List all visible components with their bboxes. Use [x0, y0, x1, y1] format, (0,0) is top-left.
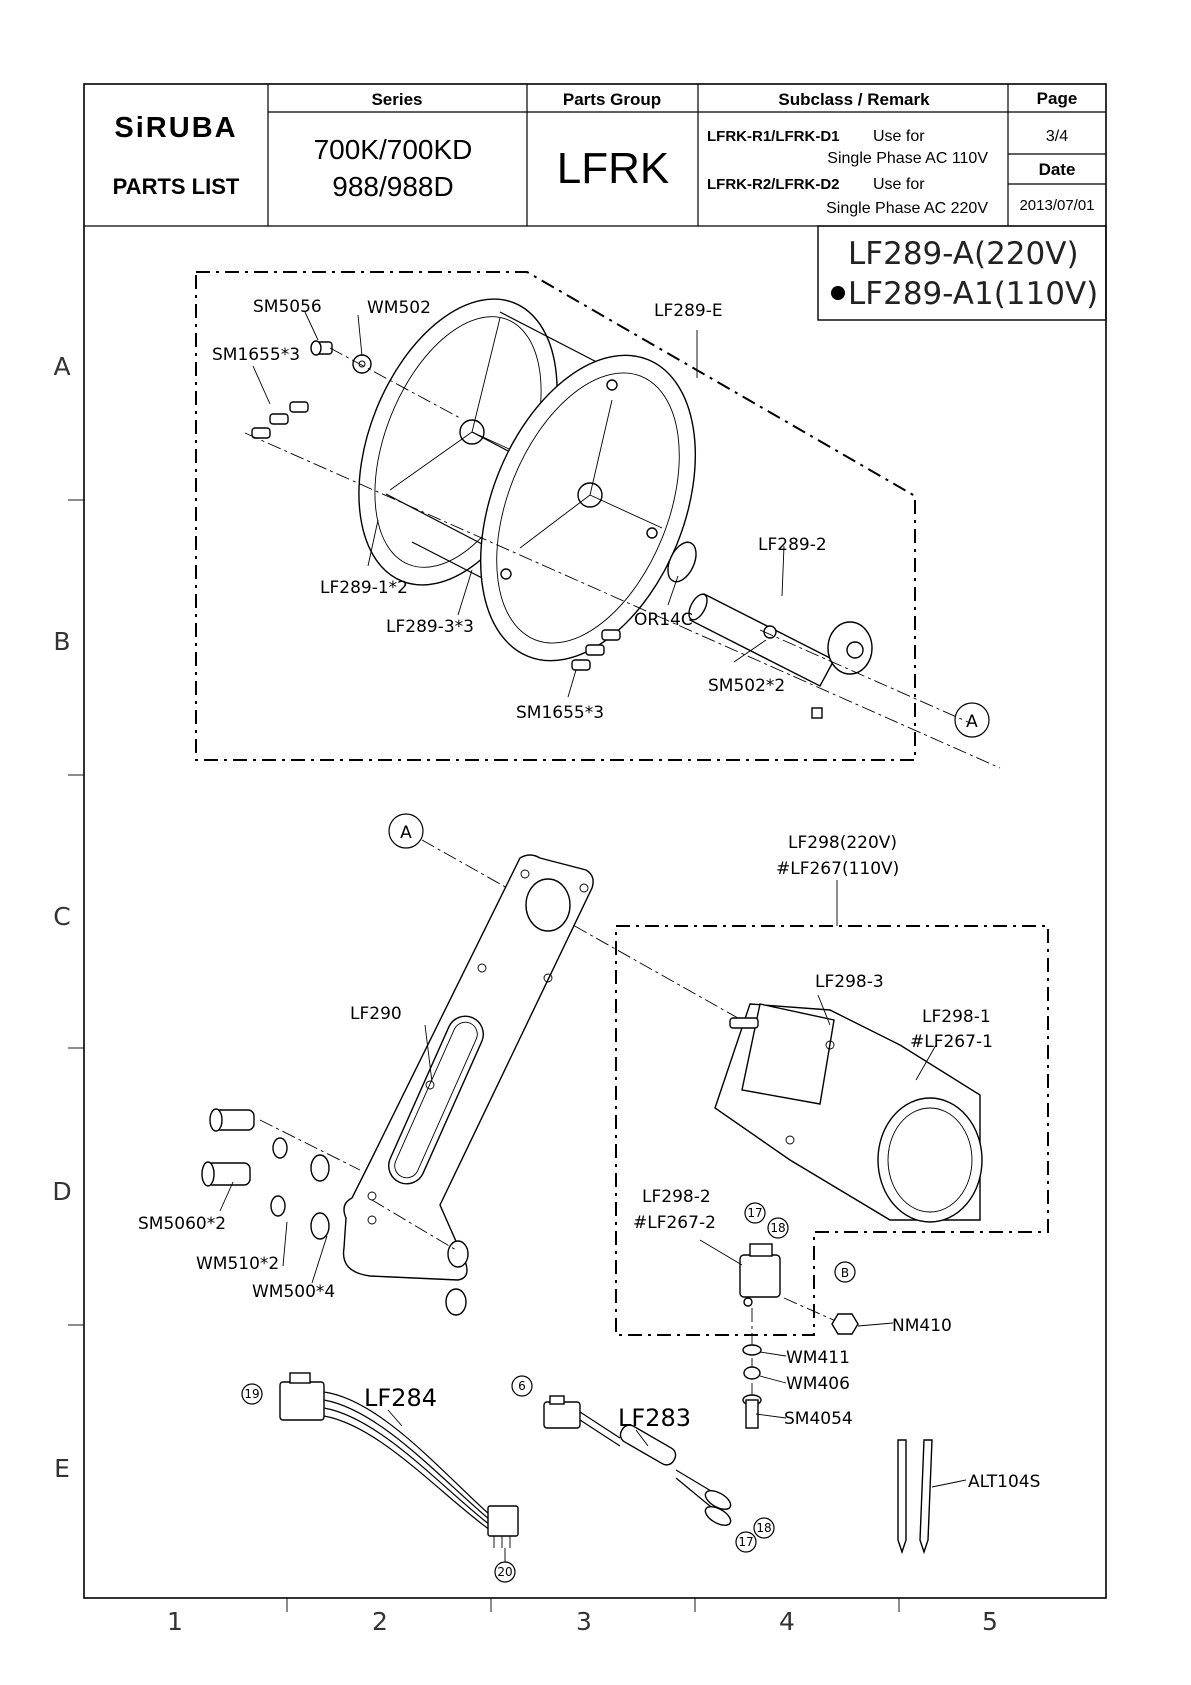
- reference-circle-a-upper: A: [966, 712, 978, 732]
- callout-6: 6: [518, 1379, 526, 1393]
- row-marker-d: D: [52, 1177, 71, 1206]
- subclass-line-1-use: Use for: [873, 128, 925, 145]
- callout-lf289-1: LF289-1*2: [320, 578, 408, 598]
- screw-icons: [251, 340, 823, 719]
- callout-18-harness: 18: [756, 1521, 771, 1535]
- callout-sm502: SM502*2: [708, 676, 785, 696]
- legend-line-1: LF289-A(220V): [848, 236, 1079, 272]
- subclass-label: Subclass / Remark: [778, 90, 930, 109]
- date-label: Date: [1039, 160, 1076, 179]
- column-marker-5: 5: [982, 1607, 998, 1636]
- parts-group: LFRK: [557, 144, 669, 193]
- title-block: SiRUBA PARTS LIST Series 700K/700KD 988/…: [84, 84, 1106, 227]
- subclass-line-1: LFRK-R1/LFRK-D1: [707, 128, 840, 145]
- callout-17-harness: 17: [738, 1535, 753, 1549]
- callout-wm411: WM411: [786, 1348, 850, 1368]
- subclass-line-3-use: Use for: [873, 176, 925, 193]
- page-label: Page: [1037, 89, 1078, 108]
- date-value: 2013/07/01: [1019, 197, 1094, 214]
- callout-sm5056: SM5056: [253, 297, 322, 317]
- callout-lf298-1: LF298-1: [922, 1007, 991, 1027]
- legend-line-2: LF289-A1(110V): [848, 276, 1098, 312]
- reference-circle-a-lower: A: [400, 823, 412, 843]
- callout-lf289-e: LF289-E: [654, 301, 723, 321]
- callout-lf298-2: LF298-2: [642, 1187, 711, 1207]
- callout-lf298-3: LF298-3: [815, 972, 884, 992]
- callout-lf298: LF298(220V): [788, 833, 897, 853]
- doc-type: PARTS LIST: [113, 174, 240, 199]
- callout-lf289-3: LF289-3*3: [386, 617, 474, 637]
- brand-logo: SiRUBA: [114, 112, 237, 144]
- callout-alt104s: ALT104S: [968, 1472, 1040, 1492]
- callout-wm502: WM502: [367, 298, 431, 318]
- callout-or14c: OR14C: [634, 610, 693, 630]
- row-marker-b: B: [53, 627, 70, 656]
- callout-sm5060: SM5060*2: [138, 1214, 226, 1234]
- motor-assembly-diagram: A LF298(220V) #LF267(110V): [138, 813, 1049, 1429]
- row-marker-c: C: [53, 902, 70, 931]
- callout-lf283: LF283: [618, 1404, 691, 1432]
- reel-assembly-diagram: SM5056 WM502 LF289-E SM1655*3 LF289-1*2 …: [195, 271, 1001, 769]
- page-number: 3/4: [1046, 128, 1068, 145]
- column-marker-1: 1: [167, 1607, 183, 1636]
- callout-lf284: LF284: [364, 1384, 437, 1412]
- reference-circle-b: B: [841, 1266, 849, 1280]
- callout-lf267: #LF267(110V): [776, 859, 899, 879]
- bullet-icon: [831, 286, 845, 300]
- callout-lf267-2: #LF267-2: [633, 1213, 716, 1233]
- callout-nm410: NM410: [892, 1316, 952, 1336]
- column-marker-3: 3: [576, 1607, 592, 1636]
- callout-sm4054: SM4054: [784, 1409, 853, 1429]
- callout-19: 19: [244, 1387, 259, 1401]
- callout-wm500: WM500*4: [252, 1282, 335, 1302]
- subclass-line-4: Single Phase AC 220V: [826, 200, 988, 217]
- series-line-1: 700K/700KD: [314, 134, 473, 165]
- series-label: Series: [371, 90, 422, 109]
- harness-diagram: 19 20 LF284 6 18 17 LF283 ALT104S: [241, 1372, 1040, 1583]
- margin-grid: A B C D E 1 2 3 4 5: [52, 352, 998, 1636]
- callout-sm1655-top: SM1655*3: [212, 345, 300, 365]
- subclass-line-3: LFRK-R2/LFRK-D2: [707, 176, 840, 193]
- subclass-line-2: Single Phase AC 110V: [827, 150, 988, 167]
- assembly-legend: LF289-A(220V) LF289-A1(110V): [817, 225, 1107, 321]
- callout-18-switch: 18: [770, 1221, 785, 1235]
- callout-17-switch: 17: [747, 1206, 762, 1220]
- column-marker-4: 4: [779, 1607, 795, 1636]
- callout-lf290: LF290: [350, 1004, 402, 1024]
- page-frame: [83, 83, 1107, 1599]
- callout-wm406: WM406: [786, 1374, 850, 1394]
- callout-wm510: WM510*2: [196, 1254, 279, 1274]
- series-line-2: 988/988D: [332, 171, 453, 202]
- parts-group-label: Parts Group: [563, 90, 661, 109]
- row-marker-a: A: [53, 352, 70, 381]
- callout-lf267-1: #LF267-1: [910, 1032, 993, 1052]
- callout-lf289-2: LF289-2: [758, 535, 827, 555]
- callout-sm1655-bottom: SM1655*3: [516, 703, 604, 723]
- callout-20: 20: [497, 1565, 512, 1579]
- column-marker-2: 2: [372, 1607, 388, 1636]
- row-marker-e: E: [54, 1454, 70, 1483]
